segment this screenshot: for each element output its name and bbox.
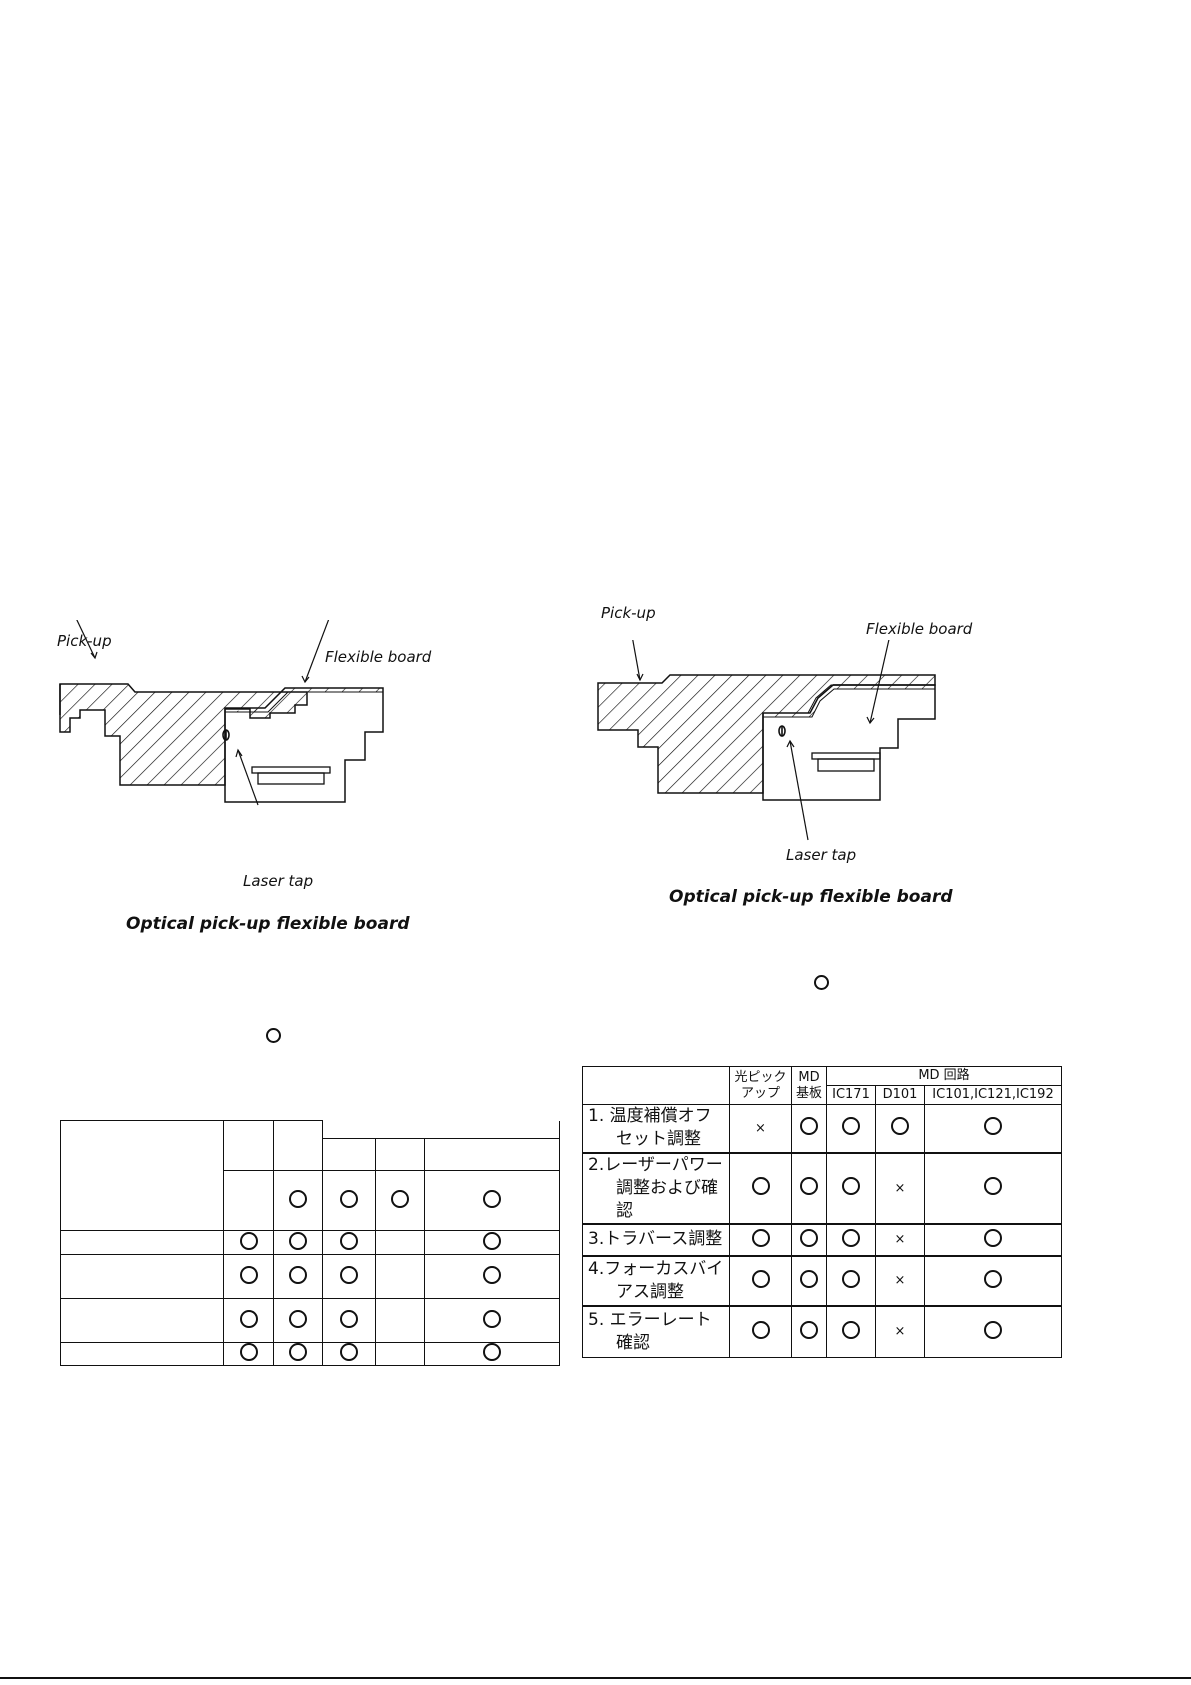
table-row: 4.フォーカスバイアス調整 × [582,1254,1062,1306]
circle-mark [751,1320,770,1339]
cross-mark: × [894,1273,906,1288]
right-laser-tap-label: Laser tap [786,846,857,864]
circle-mark [800,1228,818,1247]
footer-rule [0,1677,1191,1679]
circle-mark [984,1177,1002,1195]
circle-mark [800,1269,818,1288]
cross-mark: × [755,1120,766,1136]
left-flexible-board-label: Flexible board [325,648,432,666]
table-row [60,1254,560,1299]
cross-mark: × [894,1324,906,1340]
header-ic171: IC171 [826,1085,876,1105]
table-row [60,1230,560,1255]
left-adjustment-table [60,1120,560,1366]
circle-mark [751,1228,770,1247]
row-label-cont: セット調整 [616,1129,701,1150]
circle-mark [984,1320,1002,1339]
right-flexible-board-label: Flexible board [866,620,973,638]
header-pickup: 光ピック アップ [729,1066,792,1105]
circle-mark [842,1320,860,1339]
left-laser-tap-label: Laser tap [243,872,314,890]
circle-mark [984,1269,1002,1288]
left-figure-caption: Optical pick-up flexible board [126,914,410,934]
circle-mark [751,1269,770,1288]
right-table-corner [582,1066,730,1105]
left-figure [40,615,460,920]
header-md-board: MD 基板 [791,1066,827,1105]
left-table-header-pickup [223,1120,274,1171]
row-label-cont: 確認 [616,1332,650,1353]
left-table-header-circuit [322,1120,560,1139]
circle-mark [842,1117,860,1136]
cross-mark: × [894,1180,906,1196]
circle-mark [842,1177,860,1195]
table-row: 2.レーザーパワー調整および確認 × [582,1151,1062,1224]
row-label: 5. エラーレート [588,1309,712,1330]
left-table-corner [60,1120,224,1171]
left-table-header-board [273,1120,323,1171]
table-row: 5. エラーレート確認 × [582,1304,1062,1358]
table-row [60,1298,560,1343]
row-label: 1. 温度補償オフ [588,1106,712,1127]
circle-mark [800,1320,818,1339]
row-label-cont: 調整および確認 [616,1177,718,1221]
right-circle-symbol [814,975,829,990]
table-row: 1. 温度補償オフセット調整 × [582,1104,1062,1153]
right-pickup-diagram [597,629,936,841]
header-md-circuit: MD 回路 [826,1066,1062,1086]
table-row: 3.トラバース調整 × [582,1222,1062,1256]
right-pickup-label: Pick-up [601,604,656,622]
cross-mark: × [894,1232,906,1247]
row-label: 3.トラバース調整 [588,1229,723,1249]
row-label-cont: アス調整 [616,1281,684,1302]
left-pickup-label: Pick-up [57,632,112,650]
header-ic101: IC101,IC121,IC192 [924,1085,1062,1105]
circle-mark [984,1117,1002,1136]
circle-mark [800,1177,818,1195]
left-pickup-diagram [59,615,384,806]
table-row [60,1170,560,1231]
circle-mark [891,1117,909,1136]
header-d101: D101 [875,1085,925,1105]
right-figure [580,629,1000,870]
left-circle-symbol [266,1028,281,1043]
right-figure-caption: Optical pick-up flexible board [669,887,953,907]
table-row [60,1342,560,1366]
circle-mark [800,1117,818,1136]
circle-mark [842,1228,860,1247]
row-label: 2.レーザーパワー [588,1154,723,1175]
circle-mark [984,1228,1002,1247]
circle-mark [842,1269,860,1288]
row-label: 4.フォーカスバイ [588,1258,724,1279]
right-adjustment-table: 光ピック アップ MD 基板 MD 回路 IC171 D101 IC101,IC… [582,1066,1062,1358]
circle-mark [751,1177,770,1195]
